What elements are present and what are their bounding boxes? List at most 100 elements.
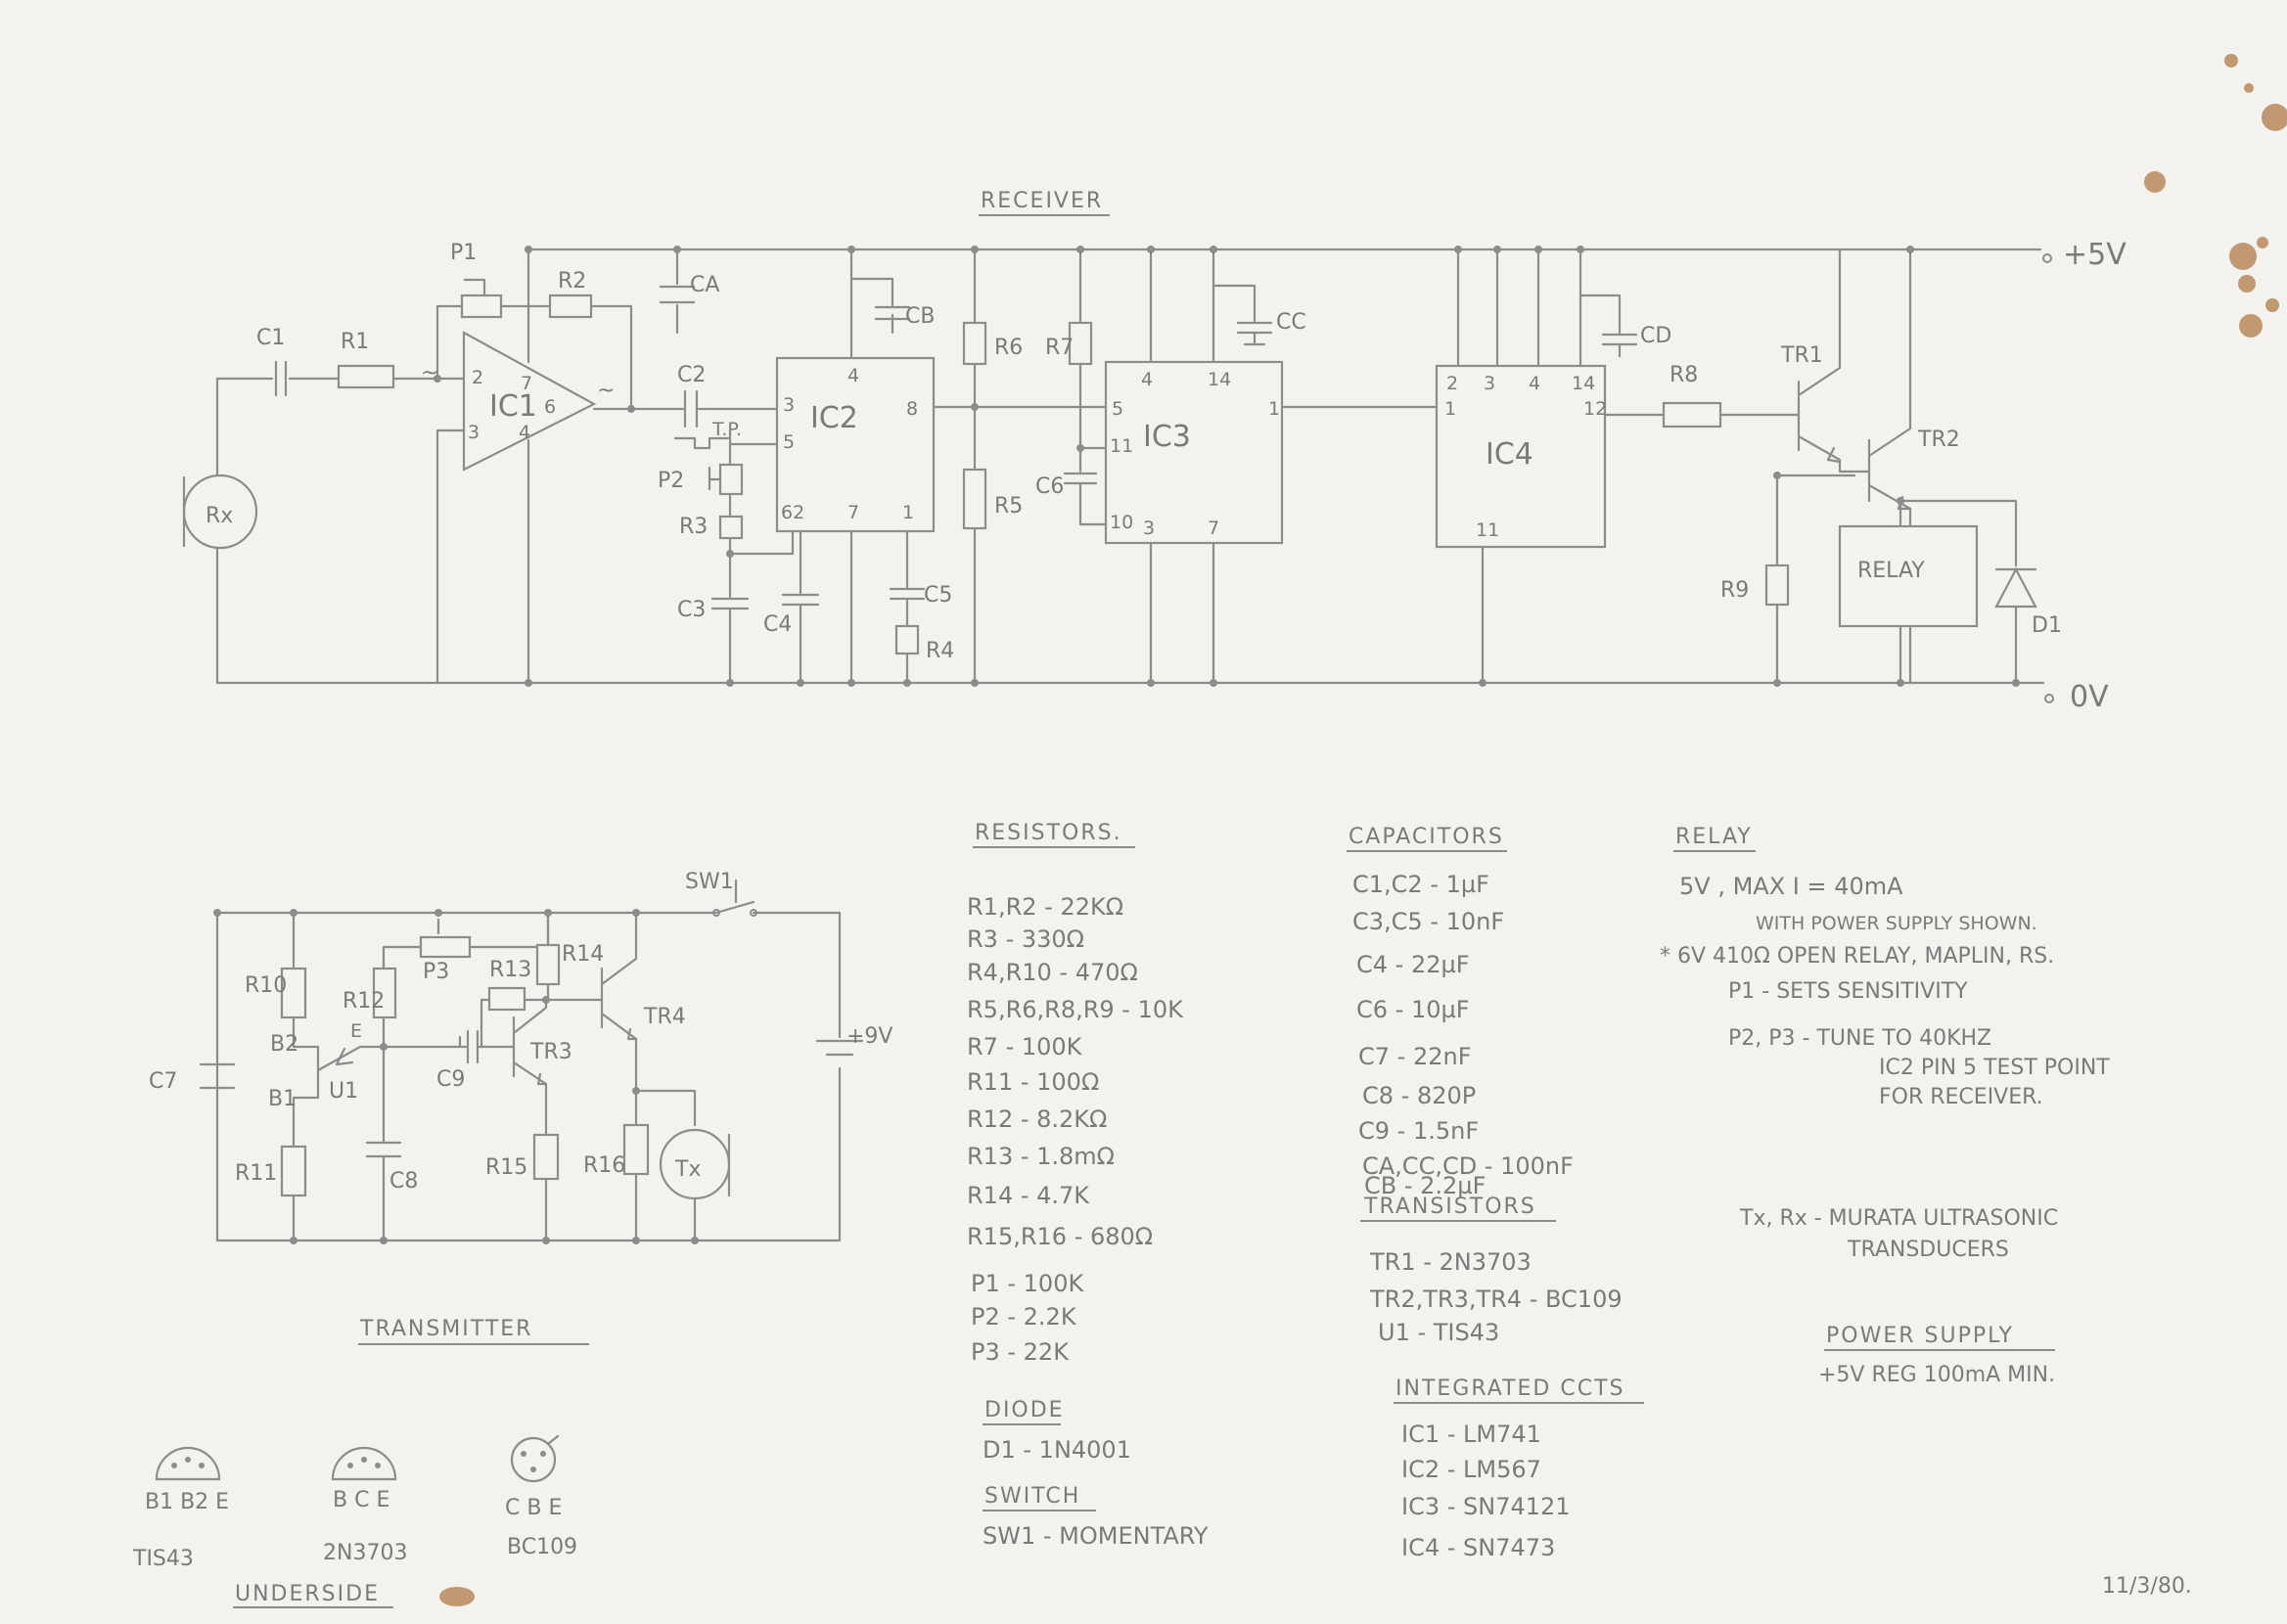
resistor-item: R15,R16 - 680Ω: [967, 1223, 1153, 1250]
2n3703-pins: B C E: [333, 1488, 389, 1512]
capacitor-item: C4 - 22µF: [1356, 951, 1470, 978]
rail-0v-terminal: [2044, 694, 2054, 703]
relay-note: FOR RECEIVER.: [1879, 1085, 2043, 1109]
ic2-pin-8: 8: [906, 398, 918, 420]
bc109-part: BC109: [507, 1535, 577, 1559]
capacitor-item: C7 - 22nF: [1358, 1043, 1472, 1070]
2n3703-part: 2N3703: [323, 1541, 407, 1565]
rail-5v-terminal: [2042, 253, 2052, 263]
r12-resistor: [372, 967, 397, 1019]
resistor-item: P2 - 2.2K: [971, 1303, 1077, 1331]
tr3-label: TR3: [529, 1040, 572, 1064]
c1-label: C1: [256, 326, 285, 350]
ic4-pin-1: 1: [1444, 398, 1456, 420]
r1-resistor: [337, 364, 395, 389]
switch-title: SWITCH: [984, 1484, 1080, 1509]
ic-item: IC4 - SN7473: [1401, 1534, 1555, 1561]
square-symbol: ~: [597, 379, 615, 403]
d1-diode: [1994, 566, 2037, 609]
resistor-item: R5,R6,R8,R9 - 10K: [967, 996, 1184, 1023]
c7-label: C7: [149, 1069, 177, 1094]
resistors-title: RESISTORS.: [975, 821, 1122, 845]
r8-label: R8: [1670, 363, 1698, 387]
tr1-arrow: [1826, 446, 1842, 464]
power-supply-notes: POWER SUPPLY +5V REG 100mA MIN.: [1818, 1324, 2055, 1387]
r6-resistor: [962, 321, 987, 366]
r12-label: R12: [343, 989, 385, 1014]
ic4-chip: [1435, 364, 1607, 549]
timing-wiring: [728, 429, 795, 589]
ic3-pin-14: 14: [1208, 369, 1231, 390]
resistor-item: P1 - 100K: [971, 1270, 1084, 1297]
p1-label: P1: [450, 241, 477, 265]
r10-label: R10: [245, 973, 287, 998]
tis43-pins: B1 B2 E: [145, 1490, 229, 1514]
receiver-title: RECEIVER: [981, 189, 1103, 213]
capacitor-item: C8 - 820P: [1362, 1082, 1476, 1109]
r13-resistor: [487, 986, 526, 1012]
resistor-item: R7 - 100K: [967, 1033, 1083, 1060]
ic2-pin-62: 62: [781, 502, 804, 523]
ic2-pin-5: 5: [783, 431, 795, 453]
r14-resistor: [535, 943, 561, 986]
resistor-item: R11 - 100Ω: [967, 1068, 1099, 1096]
tr1-label: TR1: [1780, 343, 1823, 368]
r7-label: R7: [1045, 336, 1074, 360]
drawing-date: 11/3/80.: [2102, 1574, 2192, 1599]
ic2-label: IC2: [810, 401, 858, 435]
p1-potentiometer: [460, 293, 503, 319]
ic4-pin-4: 4: [1529, 373, 1540, 394]
u1-label: U1: [329, 1079, 358, 1104]
switch-list: SWITCH SW1 - MOMENTARY: [983, 1484, 1209, 1550]
tx-label: Tx: [674, 1157, 701, 1182]
power-supply-item: +5V REG 100mA MIN.: [1818, 1363, 2055, 1387]
tp-label: T.P.: [711, 419, 742, 440]
c4-label: C4: [763, 612, 792, 637]
ic2-chip: [775, 356, 936, 533]
relay-note: P1 - SETS SENSITIVITY: [1728, 979, 1968, 1004]
resistor-item: R12 - 8.2KΩ: [967, 1105, 1107, 1133]
receiver-junctions: [434, 246, 2020, 687]
capacitor-item: CA,CC,CD - 100nF: [1362, 1152, 1574, 1180]
resistor-item: R1,R2 - 22KΩ: [967, 893, 1123, 921]
output-wiring: [1775, 474, 2018, 685]
relay-title: RELAY: [1675, 825, 1753, 849]
r4-label: R4: [926, 639, 954, 663]
relay-coil: [1838, 524, 1979, 628]
resistor-item: R3 - 330Ω: [967, 925, 1084, 953]
transmitter-frame-wiring: [215, 911, 842, 1242]
capacitor-item: C3,C5 - 10nF: [1352, 908, 1504, 935]
c5-label: C5: [924, 583, 952, 608]
r16-resistor: [622, 1123, 650, 1176]
r16-tx-wiring: [634, 1089, 697, 1242]
r7-resistor: [1068, 321, 1093, 366]
ic2-pin-7: 7: [847, 502, 859, 523]
r6-label: R6: [994, 336, 1023, 360]
supply-label: +9V: [846, 1024, 892, 1049]
ic3-pin-11: 11: [1110, 435, 1133, 457]
c9-label: C9: [436, 1067, 465, 1092]
transistors-title: TRANSISTORS: [1363, 1195, 1536, 1219]
transducers-line-1: Tx, Rx - MURATA ULTRASONIC: [1739, 1206, 2058, 1231]
r9-resistor: [1764, 564, 1790, 607]
sw1-label: SW1: [685, 870, 734, 894]
ic3-wiring: [1149, 248, 1439, 685]
capacitor-item: C1,C2 - 1µF: [1352, 871, 1489, 898]
r5-label: R5: [994, 494, 1023, 519]
r16-label: R16: [583, 1153, 625, 1178]
r3-label: R3: [679, 515, 708, 539]
tis43-part: TIS43: [132, 1547, 194, 1571]
ic4-pin-12: 12: [1583, 398, 1607, 420]
d1-label: D1: [2032, 613, 2062, 638]
ic3-pin-4: 4: [1141, 369, 1153, 390]
r13-label: R13: [489, 958, 531, 982]
switch-item: SW1 - MOMENTARY: [983, 1522, 1209, 1550]
coffee-stains: [439, 54, 2287, 1606]
tr1-transistor: [1797, 248, 1871, 474]
transistor-item: TR2,TR3,TR4 - BC109: [1369, 1286, 1623, 1313]
ic1-pin-6: 6: [544, 396, 556, 418]
c9-wiring: [458, 1035, 516, 1049]
transducers-line-2: TRANSDUCERS: [1847, 1238, 2009, 1262]
r9-label: R9: [1720, 578, 1749, 603]
